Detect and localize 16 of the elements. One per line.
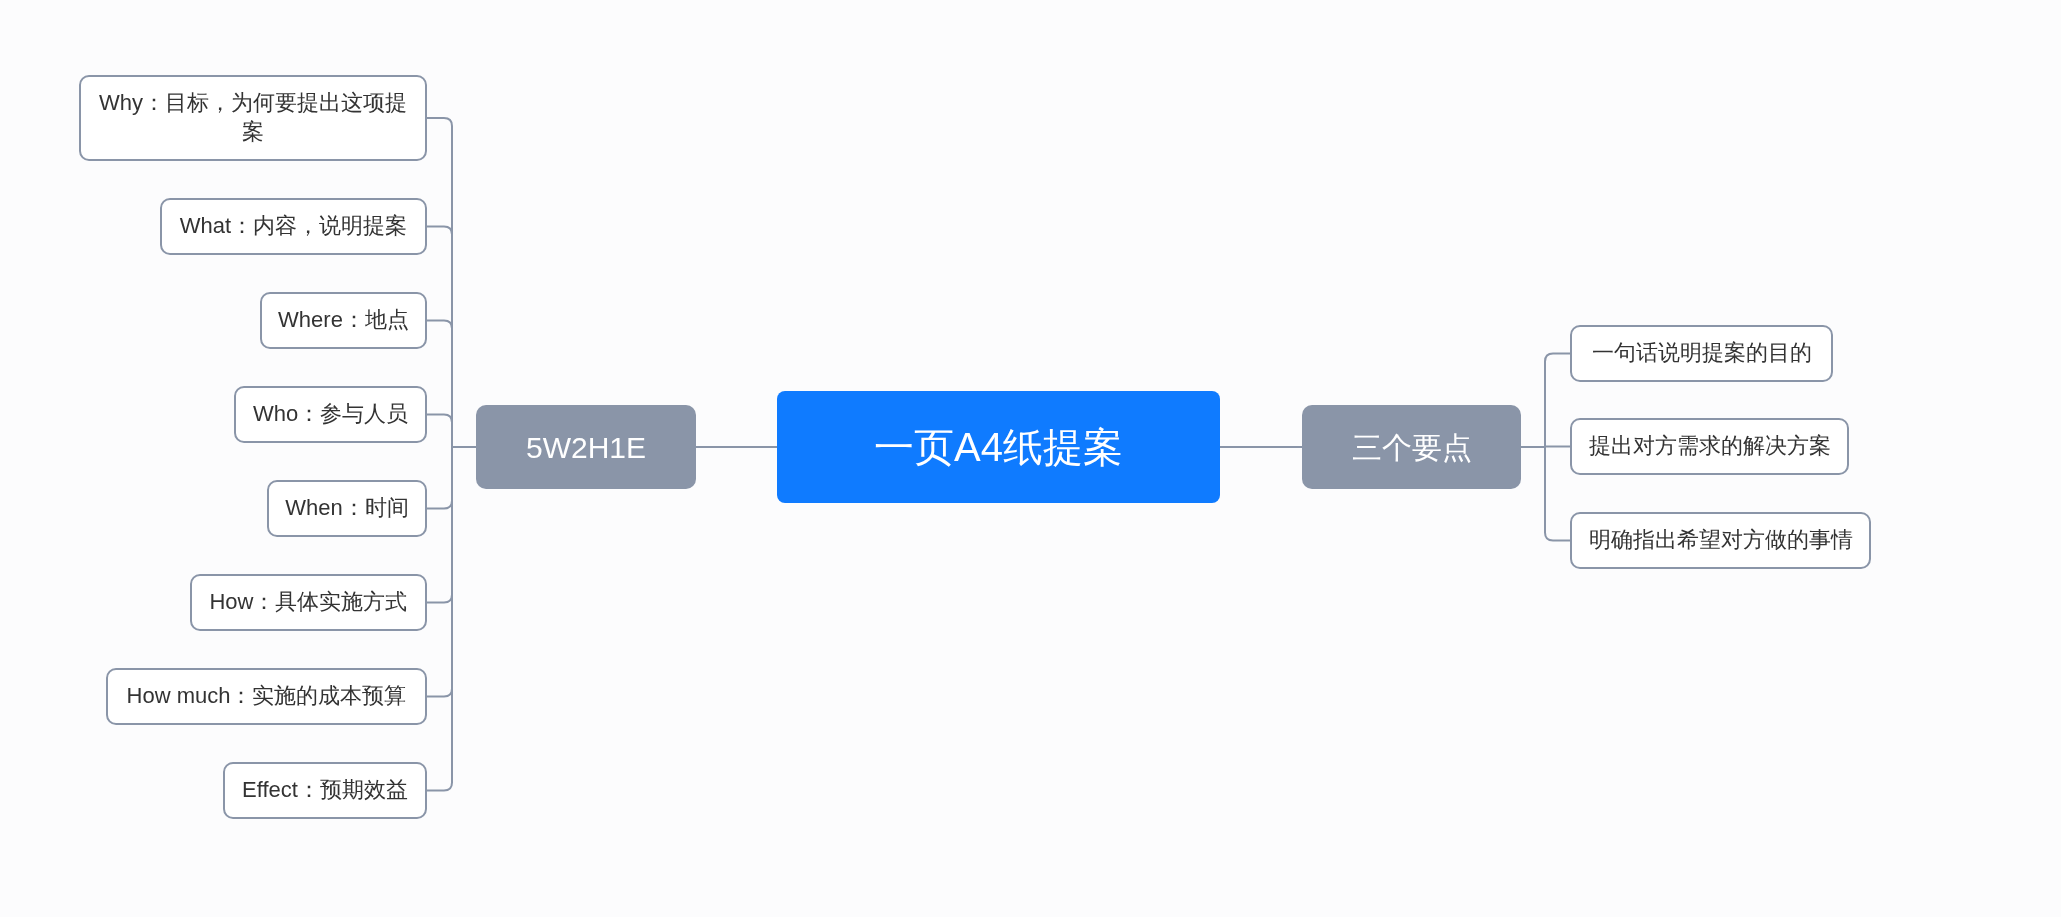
subtopic-box: When：时间 [267, 480, 427, 537]
subtopic-box: 提出对方需求的解决方案 [1570, 418, 1849, 475]
connector-line [695, 446, 778, 448]
central-topic-box: 一页A4纸提案 [777, 391, 1220, 503]
branch-topic-box: 三个要点 [1302, 405, 1521, 489]
subtopic-box: 明确指出希望对方做的事情 [1570, 512, 1871, 569]
subtopic-box: Who：参与人员 [234, 386, 427, 443]
subtopic-box: How：具体实施方式 [190, 574, 427, 631]
branch-topic-box: 5W2H1E [476, 405, 696, 489]
subtopic-box: Where：地点 [260, 292, 427, 349]
subtopic-box: What：内容，说明提案 [160, 198, 427, 255]
subtopic-box: 一句话说明提案的目的 [1570, 325, 1833, 382]
subtopic-box: Why：目标，为何要提出这项提案 [79, 75, 427, 161]
subtopic-box: Effect：预期效益 [223, 762, 427, 819]
subtopic-box: How much：实施的成本预算 [106, 668, 427, 725]
connector-line [1219, 446, 1303, 448]
